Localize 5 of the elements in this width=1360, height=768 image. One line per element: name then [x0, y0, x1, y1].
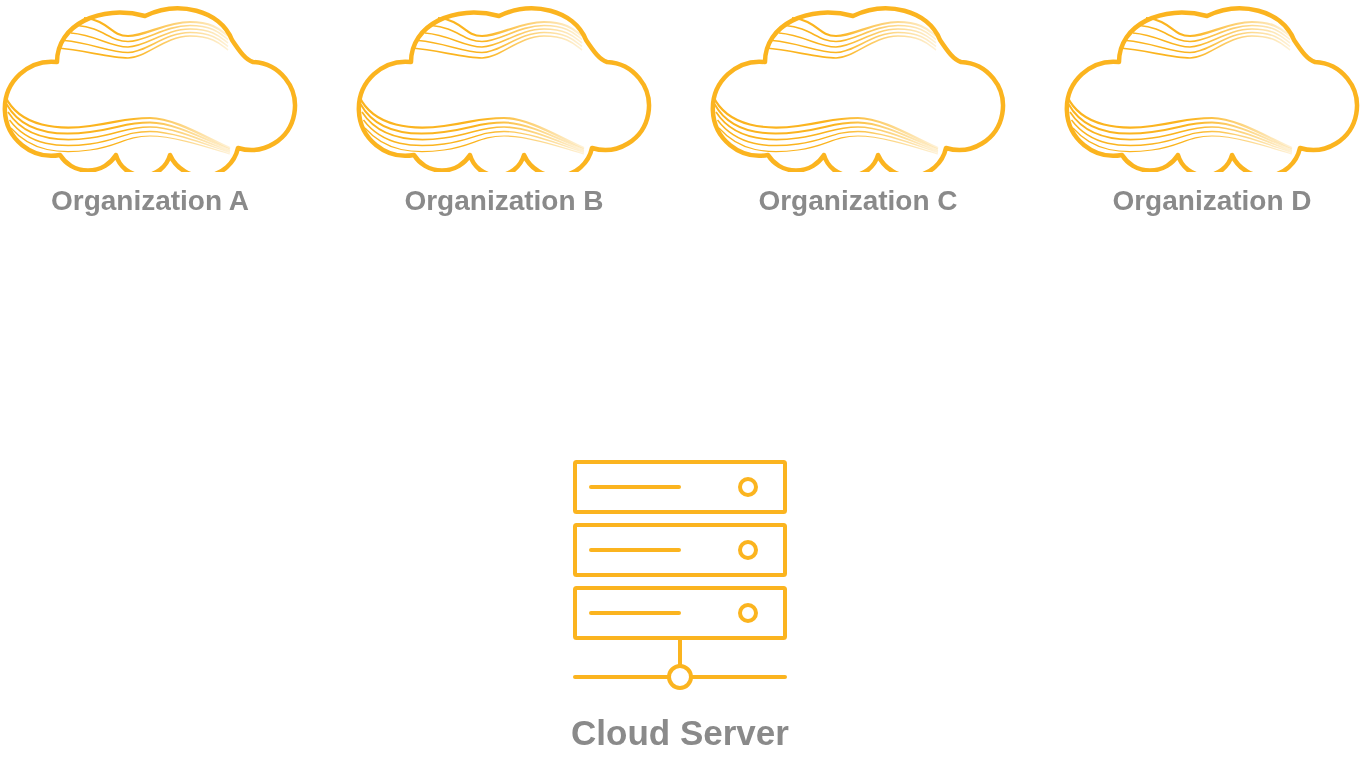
server-label: Cloud Server	[571, 713, 789, 753]
organization-label: Organization B	[404, 185, 604, 217]
organization-label: Organization C	[758, 185, 958, 217]
organization-label: Organization A	[50, 185, 250, 217]
organization-label: Organization D	[1112, 185, 1312, 217]
